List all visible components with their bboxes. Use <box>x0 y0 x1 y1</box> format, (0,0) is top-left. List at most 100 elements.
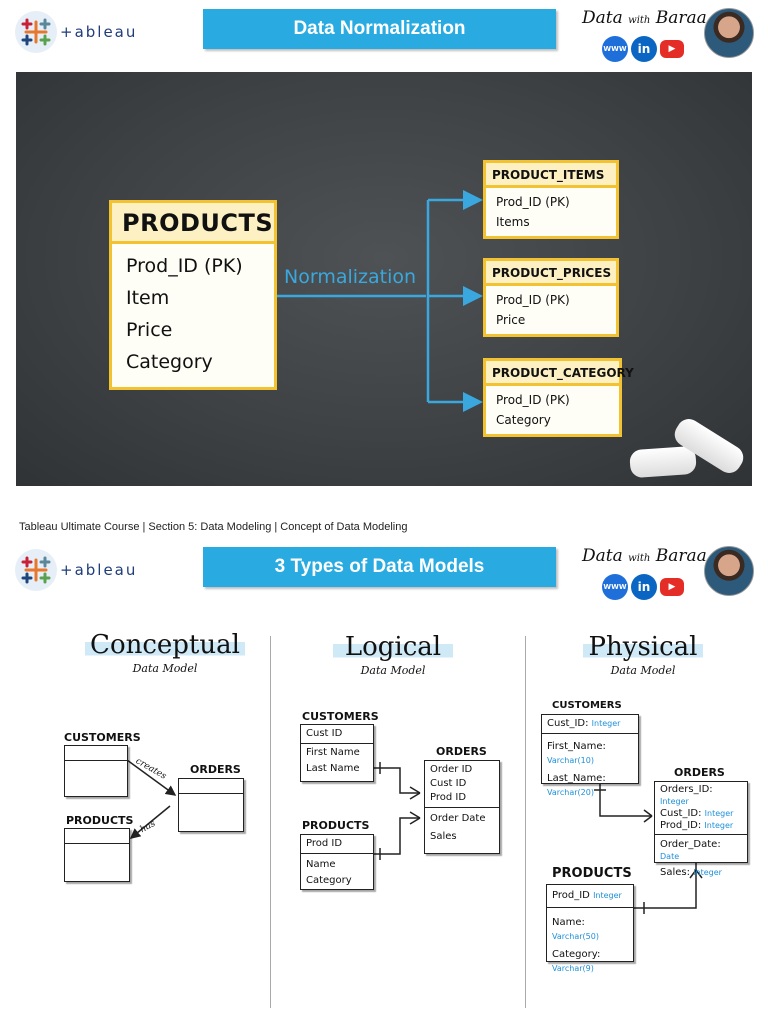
entity-products-name: PRODUCTS <box>112 203 274 244</box>
physical-customers-key: Cust_ID: Integer <box>542 715 638 734</box>
logical-orders-field: Sales <box>430 831 457 842</box>
website-icon[interactable]: WWW <box>602 36 628 62</box>
tableau-cross-icon <box>15 11 57 53</box>
chalk-piece <box>629 445 697 479</box>
physical-products-key: Prod_ID Integer <box>547 885 633 908</box>
brand-name-part3: Baraa <box>655 8 707 28</box>
logical-products-label: PRODUCTS <box>302 819 370 832</box>
brand-name-part1: Data <box>582 8 623 28</box>
field-item: Item <box>126 287 170 309</box>
entity-product-items: PRODUCT_ITEMS Prod_ID (PK) Items <box>483 160 619 239</box>
logical-customers-field: First Name <box>306 747 360 758</box>
field-name: Orders_ID: <box>660 784 713 795</box>
social-links: WWW in ▶ <box>602 36 684 62</box>
physical-subtitle: Data Model <box>610 664 676 677</box>
field-name: Prod_ID: <box>660 820 702 831</box>
conceptual-products-label: PRODUCTS <box>66 814 134 827</box>
physical-customers-label: CUSTOMERS <box>552 700 622 711</box>
field-name: Last_Name: <box>547 773 606 784</box>
brand: Data with Baraa WWW in ▶ <box>582 546 707 602</box>
logical-products-field: Category <box>306 875 352 886</box>
physical-products-field: Name: Varchar(50) <box>547 908 633 946</box>
field-type: Integer <box>593 891 622 900</box>
course-footer: Tableau Ultimate Course | Section 5: Dat… <box>19 521 408 533</box>
slide-title: Data Normalization <box>203 9 556 49</box>
conceptual-orders-box <box>178 778 244 832</box>
physical-customers-box: Cust_ID: Integer First_Name: Varchar(10)… <box>541 714 639 797</box>
logical-title-text: Logical <box>333 632 453 662</box>
chalkboard: Normalization PRODUCTS Prod_ID (PK) Item… <box>16 72 752 486</box>
physical-orders-key: Cust_ID: Integer <box>655 808 747 820</box>
physical-orders-box: Orders_ID: Integer Cust_ID: Integer Prod… <box>654 781 748 878</box>
logical-orders-label: ORDERS <box>436 745 487 758</box>
field-type: Integer <box>704 821 734 830</box>
tableau-wordmark: +ableau <box>60 561 138 579</box>
logical-customers-box: Cust ID First Name Last Name <box>300 724 374 782</box>
brand-name: Data with Baraa <box>582 8 707 28</box>
physical-orders-key: Orders_ID: Integer <box>655 784 747 808</box>
logical-orders-key: Prod ID <box>430 792 467 803</box>
field-type: Varchar(10) <box>547 756 594 765</box>
brand-name-part1: Data <box>582 546 623 566</box>
field-type: Varchar(20) <box>547 788 594 797</box>
field-type: Integer <box>693 868 722 877</box>
slide-data-model-types: +ableau 3 Types of Data Models Data with… <box>0 538 768 1024</box>
slide-title: 3 Types of Data Models <box>203 547 556 587</box>
logical-products-key: Prod ID <box>301 835 373 854</box>
logical-orders-box: Order ID Cust ID Prod ID Order Date Sale… <box>424 760 500 854</box>
linkedin-icon[interactable]: in <box>631 574 657 600</box>
column-divider <box>525 636 526 1008</box>
field-name: Cust_ID: <box>547 718 589 729</box>
column-divider <box>270 636 271 1008</box>
social-links: WWW in ▶ <box>602 574 684 600</box>
field-type: Varchar(50) <box>552 932 599 941</box>
conceptual-subtitle: Data Model <box>132 662 198 675</box>
linkedin-icon[interactable]: in <box>631 36 657 62</box>
physical-orders-field: Sales: Integer <box>655 865 747 881</box>
tableau-cross-icon <box>15 549 57 591</box>
logical-orders-key: Cust ID <box>430 778 467 789</box>
conceptual-title: Conceptual Data Model <box>85 630 245 675</box>
logical-customers-key: Cust ID <box>301 725 373 744</box>
normalization-arrows <box>274 190 483 412</box>
physical-customers-field: Last_Name: Varchar(20) <box>542 770 638 802</box>
brand-name-part2: with <box>628 553 651 564</box>
physical-orders-field: Order_Date: Date <box>655 835 747 865</box>
field-category: Category <box>126 351 213 373</box>
physical-products-label: PRODUCTS <box>552 866 632 881</box>
logical-orders-field: Order Date <box>430 813 486 824</box>
field-type: Integer <box>660 797 689 806</box>
slide-data-normalization: +ableau Data Normalization Data with Bar… <box>0 0 768 500</box>
field-price: Price <box>126 319 173 341</box>
relationship-lines <box>126 759 703 914</box>
physical-products-box: Prod_ID Integer Name: Varchar(50) Catego… <box>546 884 634 973</box>
field-name: Category: <box>552 949 601 960</box>
conceptual-orders-label: ORDERS <box>190 763 241 776</box>
conceptual-customers-box <box>64 745 128 797</box>
tableau-logo: +ableau <box>14 548 164 592</box>
logical-products-box: Prod ID Name Category <box>300 834 374 890</box>
youtube-icon[interactable]: ▶ <box>660 578 684 596</box>
youtube-icon[interactable]: ▶ <box>660 40 684 58</box>
field-name: Name: <box>552 917 585 928</box>
avatar <box>704 546 754 596</box>
field-name: Cust_ID: <box>660 808 702 819</box>
brand-name-part3: Baraa <box>655 546 707 566</box>
logical-orders-key: Order ID <box>430 764 473 775</box>
brand-name: Data with Baraa <box>582 546 707 566</box>
normalization-label: Normalization <box>284 266 417 288</box>
entity-product-prices: PRODUCT_PRICES Prod_ID (PK) Price <box>483 258 619 337</box>
field-category: Category <box>496 413 551 427</box>
brand-name-part2: with <box>628 15 651 26</box>
physical-products-field: Category: Varchar(9) <box>547 946 633 978</box>
logical-title: Logical Data Model <box>333 632 453 677</box>
brand: Data with Baraa WWW in ▶ <box>582 8 707 64</box>
website-icon[interactable]: WWW <box>602 574 628 600</box>
entity-products: PRODUCTS Prod_ID (PK) Item Price Categor… <box>109 200 277 390</box>
physical-customers-field: First_Name: Varchar(10) <box>542 734 638 770</box>
conceptual-title-text: Conceptual <box>85 630 245 660</box>
avatar <box>704 8 754 58</box>
field-type: Integer <box>591 719 621 728</box>
field-name: Sales: <box>660 867 690 878</box>
field-prod-id: Prod_ID (PK) <box>496 195 570 209</box>
